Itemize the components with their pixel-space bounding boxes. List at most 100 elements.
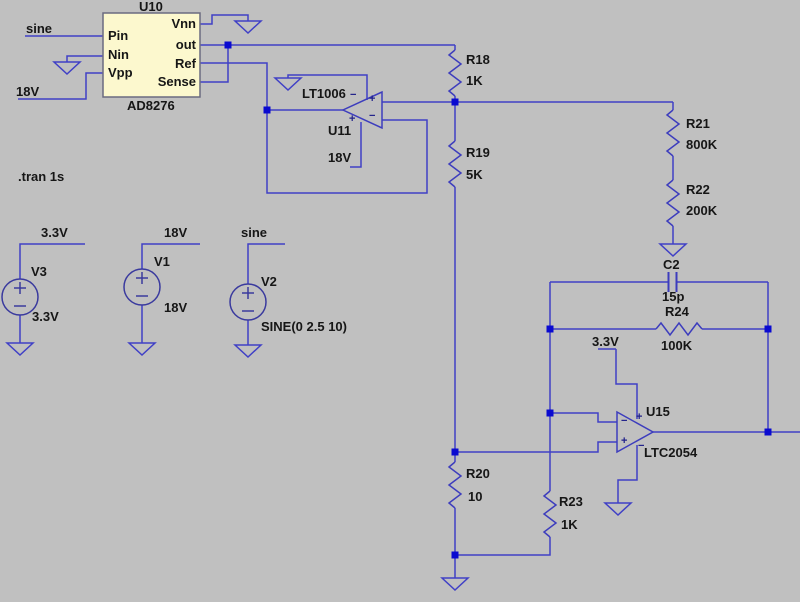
wire[interactable] <box>200 62 428 194</box>
v2-value[interactable]: SINE(0 2.5 10) <box>261 319 347 334</box>
u10-pin-label-out: out <box>175 37 196 52</box>
u15-pin-mark: + <box>636 411 643 423</box>
junction-dots <box>224 41 772 559</box>
u10-pin-label-nin: Nin <box>108 47 129 62</box>
u11-designator[interactable]: U11 <box>328 123 352 138</box>
ground-icon[interactable] <box>52 61 82 76</box>
c2-designator[interactable]: C2 <box>663 257 680 272</box>
r22-designator[interactable]: R22 <box>686 182 710 197</box>
voltage-source-V1-symbol[interactable] <box>123 268 161 306</box>
ground-icon[interactable] <box>440 577 470 592</box>
resistor-R21-symbol[interactable] <box>665 109 681 157</box>
r20-value[interactable]: 10 <box>468 489 483 504</box>
net-label-18v[interactable]: 18V <box>16 84 40 99</box>
resistor-R24-symbol[interactable] <box>655 321 703 337</box>
resistor-R19-symbol[interactable] <box>447 140 463 188</box>
opamp-U15-symbol[interactable] <box>616 410 655 454</box>
r23-designator[interactable]: R23 <box>559 494 583 509</box>
opamp-U11-symbol[interactable] <box>341 90 383 130</box>
resistor-R18-symbol[interactable] <box>447 49 463 97</box>
wire[interactable] <box>200 45 229 83</box>
net-label-sine[interactable]: sine <box>26 21 53 36</box>
v1-designator[interactable]: V1 <box>154 254 170 269</box>
r22-value[interactable]: 200K <box>686 203 718 218</box>
u10-part-label[interactable]: AD8276 <box>127 98 175 113</box>
u10-pin-label-ref: Ref <box>175 56 196 71</box>
u15-supply-label[interactable]: 3.3V <box>592 334 619 349</box>
u15-inverting-mark: − <box>621 415 628 427</box>
r18-designator[interactable]: R18 <box>466 52 490 67</box>
wire[interactable] <box>19 243 85 279</box>
u11-noninverting-mark: + <box>369 93 376 105</box>
u10-pin-label-sense: Sense <box>157 74 196 89</box>
junction-dot <box>451 448 459 456</box>
v3-net-label[interactable]: 3.3V <box>41 225 68 240</box>
u15-designator[interactable]: U15 <box>646 404 670 419</box>
u15-noninverting-mark: + <box>621 435 628 447</box>
r21-value[interactable]: 800K <box>686 137 718 152</box>
v1-value[interactable]: 18V <box>164 300 188 315</box>
r24-designator[interactable]: R24 <box>665 304 689 319</box>
r19-value[interactable]: 5K <box>466 167 483 182</box>
resistor-R23-symbol[interactable] <box>542 490 558 538</box>
v3-designator[interactable]: V3 <box>31 264 47 279</box>
u15-pin-mark: − <box>638 440 645 452</box>
wire[interactable] <box>18 72 103 100</box>
r24-value[interactable]: 100K <box>661 338 693 353</box>
spice-directive[interactable]: .tran 1s <box>18 169 65 184</box>
u10-pin-label-vpp: Vpp <box>108 65 133 80</box>
ground-icon[interactable] <box>603 502 633 517</box>
wires[interactable] <box>18 14 800 578</box>
junction-dot <box>546 409 554 417</box>
v3-value[interactable]: 3.3V <box>32 309 59 324</box>
wire[interactable] <box>287 74 368 100</box>
junction-dot <box>263 106 271 114</box>
u11-pin-mark: + <box>349 113 356 125</box>
junction-dot <box>451 98 459 106</box>
u11-inverting-mark: − <box>369 110 376 122</box>
ground-icon[interactable] <box>233 20 263 35</box>
ground-icon[interactable] <box>127 342 157 357</box>
r23-value[interactable]: 1K <box>561 517 578 532</box>
voltage-source-V2-symbol[interactable] <box>229 283 267 321</box>
r21-designator[interactable]: R21 <box>686 116 710 131</box>
wire[interactable] <box>141 243 200 269</box>
u11-supply-label[interactable]: 18V <box>328 150 352 165</box>
junction-dot <box>764 428 772 436</box>
v1-net-label[interactable]: 18V <box>164 225 188 240</box>
ic-U10-body[interactable] <box>102 12 201 98</box>
capacitor-C2-symbol[interactable] <box>667 272 678 292</box>
u11-pin-mark: − <box>350 89 357 101</box>
voltage-source-V3-symbol[interactable] <box>1 278 39 316</box>
wire[interactable] <box>247 243 285 284</box>
u15-part-label[interactable]: LTC2054 <box>644 445 698 460</box>
r20-designator[interactable]: R20 <box>466 466 490 481</box>
resistor-R20-symbol[interactable] <box>447 461 463 509</box>
ground-icon[interactable] <box>233 344 263 359</box>
wire[interactable] <box>200 14 249 25</box>
v2-net-label[interactable]: sine <box>241 225 268 240</box>
r19-designator[interactable]: R19 <box>466 145 490 160</box>
ground-icon[interactable] <box>658 243 688 258</box>
plus-mark <box>14 282 26 294</box>
wire[interactable] <box>455 441 617 453</box>
resistor-R22-symbol[interactable] <box>665 179 681 227</box>
wire[interactable] <box>615 349 638 419</box>
wire[interactable] <box>617 445 638 503</box>
wire[interactable] <box>350 122 362 168</box>
v2-designator[interactable]: V2 <box>261 274 277 289</box>
wire[interactable] <box>455 537 551 556</box>
wire[interactable] <box>66 55 103 62</box>
wire[interactable] <box>550 412 617 423</box>
plus-mark <box>136 272 148 284</box>
junction-dot <box>224 41 232 49</box>
u10-pin-label-pin: Pin <box>108 28 129 43</box>
ground-icon[interactable] <box>273 77 303 92</box>
u10-designator[interactable]: U10 <box>139 0 163 14</box>
ground-icon[interactable] <box>5 342 35 357</box>
c2-value[interactable]: 15p <box>662 289 685 304</box>
r18-value[interactable]: 1K <box>466 73 483 88</box>
u11-part-label[interactable]: LT1006 <box>302 86 346 101</box>
